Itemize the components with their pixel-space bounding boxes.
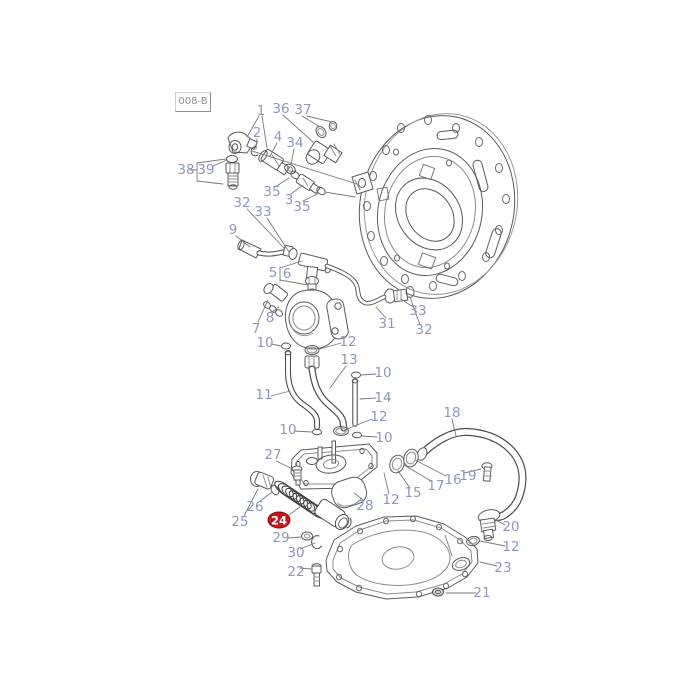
pipes-11-13-14 [281,342,362,439]
flange-plate [351,113,519,304]
pipe-31 [324,263,387,306]
hose-18-assembly [389,427,527,547]
leader-lines [189,114,506,594]
spring-valve-24 [274,480,352,530]
cover-plate-23 [325,515,479,600]
pipe-9-tee-pump [237,239,349,350]
top-fittings [225,121,343,196]
valve-plate-28 [290,440,378,509]
sheet-code-label: 008-B [175,92,211,112]
